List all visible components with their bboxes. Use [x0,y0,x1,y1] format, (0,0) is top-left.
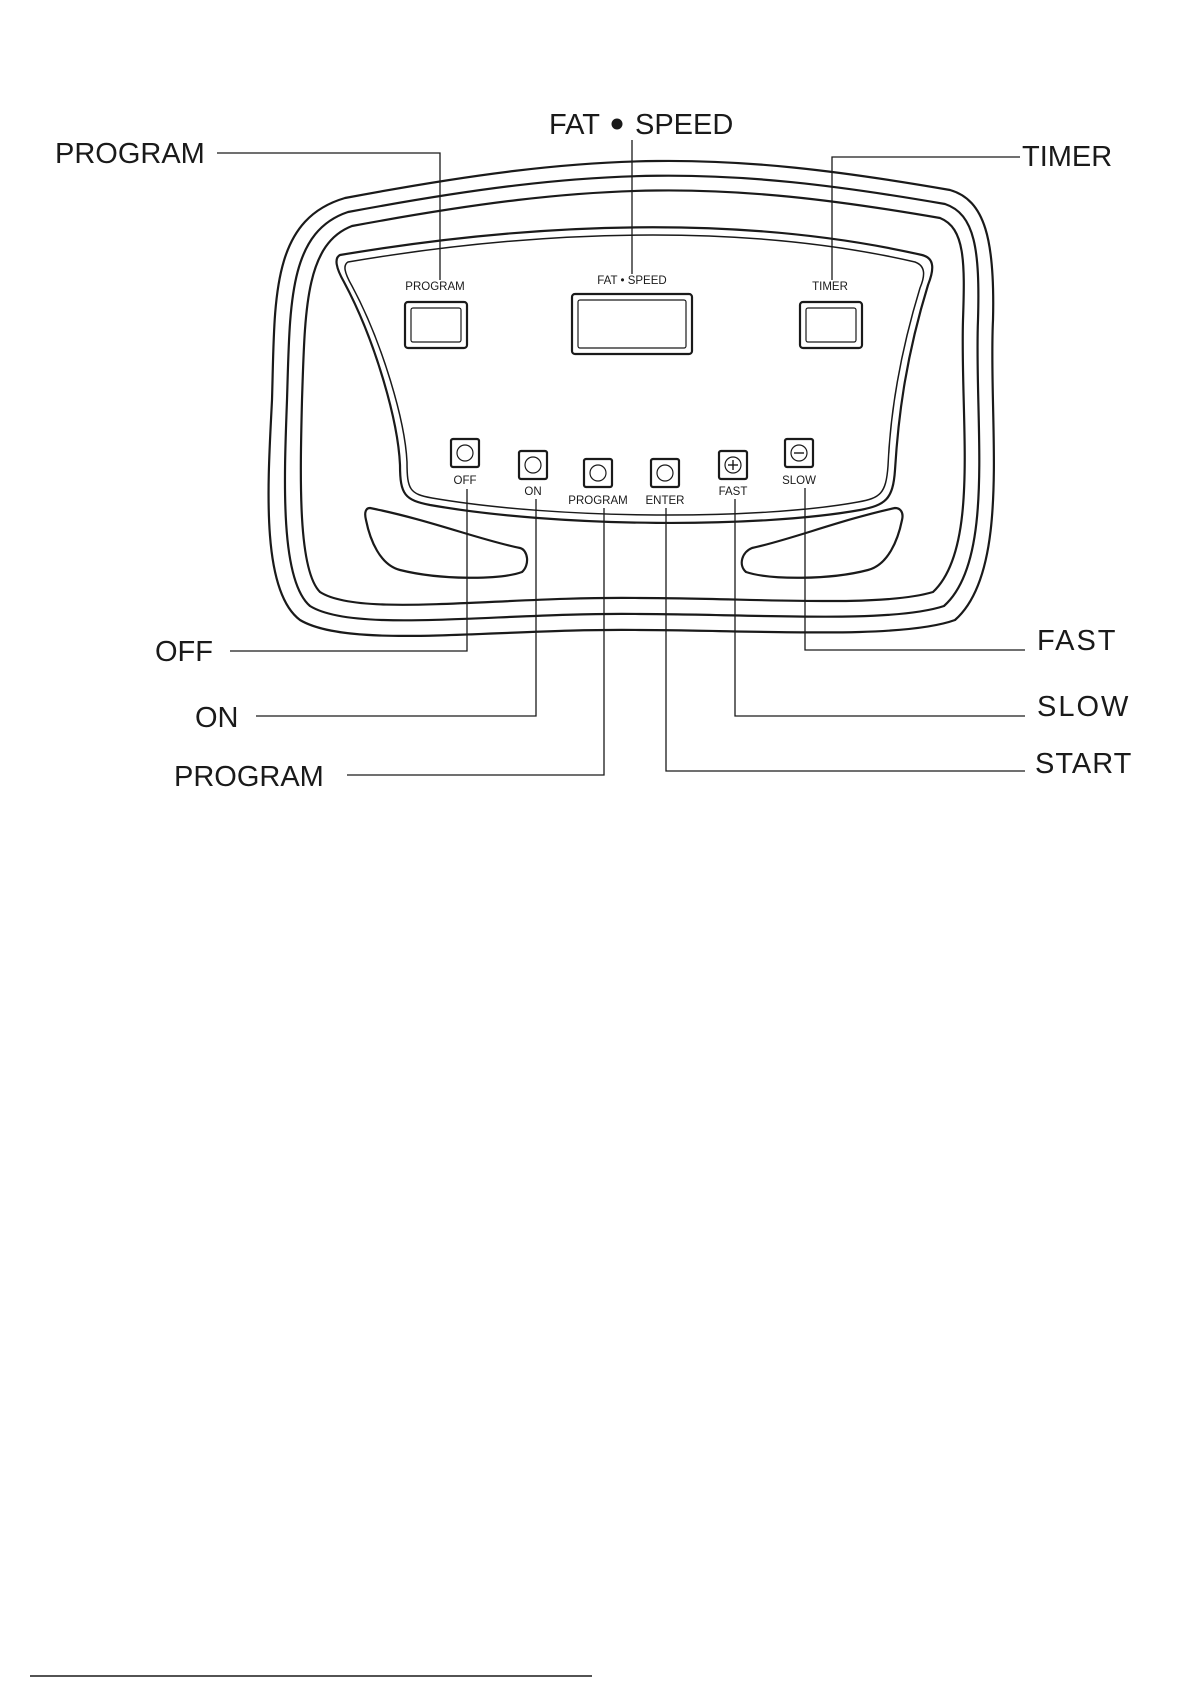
circle-icon [657,465,673,481]
panel-slow-label: SLOW [782,475,816,487]
plus-icon [725,457,741,473]
callout-fast: FAST [1037,625,1118,657]
callout-speed: SPEED [635,109,733,141]
display-panel-outline [337,227,933,523]
upper-panel: PROGRAM FAT • SPEED TIMER [405,275,862,354]
callout-start: START [1035,748,1132,780]
panel-timer-label: TIMER [812,281,848,293]
right-hand-grip [742,508,903,578]
left-hand-grip [365,508,527,578]
leader-start [666,508,1025,771]
fast-key[interactable] [719,451,747,479]
on-key[interactable] [519,451,547,479]
leader-off [230,489,467,651]
callout-slow: SLOW [1037,691,1130,723]
panel-program-small-label: PROGRAM [568,495,627,507]
circle-icon [590,465,606,481]
callout-program-top: PROGRAM [55,138,205,170]
slow-key[interactable] [785,439,813,467]
callout-labels: PROGRAM FAT SPEED TIMER OFF ON PROGRAM F… [55,109,1132,793]
circle-icon [457,445,473,461]
leader-slow [735,499,1025,716]
panel-program-label: PROGRAM [405,281,464,293]
panel-fast-label: FAST [719,486,748,498]
panel-on-label: ON [524,486,541,498]
program-key[interactable] [405,302,467,348]
bullet-dot-icon [612,119,623,130]
callout-timer: TIMER [1022,141,1112,173]
program-small-key[interactable] [584,459,612,487]
timer-key[interactable] [800,302,862,348]
lower-key-row: OFF ON PROGRAM ENTER FAST [451,439,816,507]
callout-on: ON [195,702,239,734]
callout-program-bottom: PROGRAM [174,761,324,793]
leader-program-bottom [347,508,604,775]
callout-off: OFF [155,636,213,668]
leader-on [256,499,536,716]
minus-icon [791,445,807,461]
off-key[interactable] [451,439,479,467]
circle-icon [525,457,541,473]
panel-off-label: OFF [454,475,477,487]
panel-fat-speed-label: FAT • SPEED [597,275,666,287]
panel-enter-label: ENTER [646,495,685,507]
console-outline-outer [269,161,994,636]
callout-fat: FAT [549,109,600,141]
fat-speed-display [572,294,692,354]
enter-key[interactable] [651,459,679,487]
console-body [269,161,994,636]
